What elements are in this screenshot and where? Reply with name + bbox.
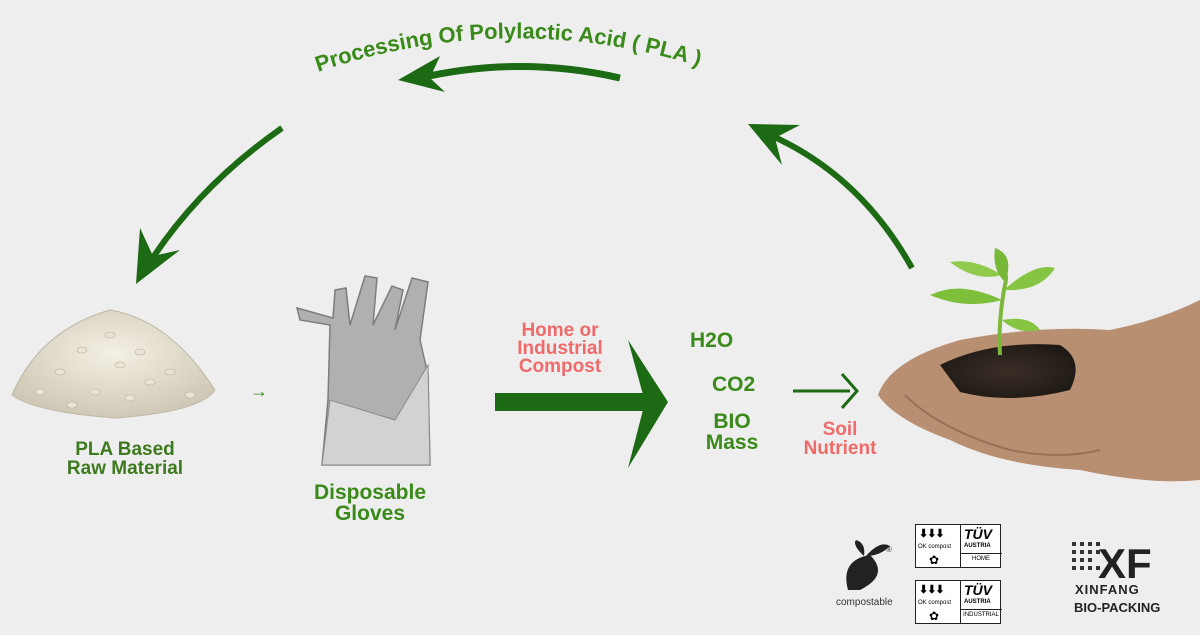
h2o-label: H2O: [690, 329, 734, 352]
compost-process-arrow: [495, 340, 668, 468]
compostable-logo: ®: [846, 540, 892, 590]
ok-compost-industrial-text: OK compost: [918, 600, 952, 606]
compost-label-line3: Compost: [518, 356, 602, 378]
flower-icon: ✿: [929, 609, 940, 623]
gloves-label-line2: Gloves: [334, 502, 406, 525]
bio-label-line1: BIO: [713, 410, 751, 433]
pla-pellets-image: [11, 309, 216, 419]
home-type-text: HOME: [960, 553, 1002, 562]
pla-raw-material-label: PLA Based Raw Material: [40, 440, 210, 478]
ok-compost-home-text: OK compost: [918, 544, 952, 550]
tuv-home-text: TÜV: [964, 526, 992, 542]
industrial-type-text: INDUSTRIAL: [960, 609, 1002, 618]
brand-logo: XF: [1072, 540, 1152, 587]
hands-with-seedling-image: [878, 248, 1200, 482]
disposable-glove-image: [295, 275, 431, 466]
compostable-logo-text: compostable: [836, 597, 893, 608]
down-arrows-icon: ⬇⬇⬇: [919, 528, 945, 540]
ok-compost-home-left: ⬇⬇⬇ OK compost ✿: [916, 525, 961, 567]
brand-subtitle: BIO-PACKING: [1074, 600, 1161, 615]
left-cycle-arrow: [136, 125, 284, 284]
brand-logo-letters: XF: [1098, 540, 1152, 587]
gloves-label-line1: Disposable: [313, 481, 427, 504]
disposable-gloves-label: Disposable Gloves: [290, 482, 450, 524]
brand-name: XINFANG: [1075, 582, 1140, 597]
compost-label-line2: Industrial: [517, 338, 603, 360]
compost-label-line1: Home or: [521, 320, 599, 341]
top-cycle-arrow: [398, 56, 621, 92]
pla-label-line2: Raw Material: [66, 458, 184, 479]
pla-label-line1: PLA Based: [75, 439, 175, 460]
tuv-industrial-text: TÜV: [964, 582, 992, 598]
down-arrows-icon: ⬇⬇⬇: [919, 584, 945, 596]
ok-compost-industrial-left: ⬇⬇⬇ OK compost ✿: [916, 581, 961, 623]
co2-label: CO2: [712, 373, 756, 396]
austria-industrial-text: AUSTRIA: [964, 599, 991, 605]
small-arrow-icon: →: [250, 381, 268, 401]
ok-compost-industrial-badge: ⬇⬇⬇ OK compost ✿ TÜV AUSTRIA INDUSTRIAL: [915, 580, 1002, 624]
soil-nutrient-label: Soil Nutrient: [790, 420, 890, 458]
flower-icon: ✿: [929, 553, 940, 567]
soil-nutrient-arrow: [793, 373, 860, 409]
bio-label-line2: Mass: [705, 431, 759, 454]
right-cycle-arrow: [748, 124, 915, 270]
soil-label-line1: Soil: [822, 419, 858, 440]
bio-mass-label: BIO Mass: [692, 411, 772, 453]
soil-label-line2: Nutrient: [803, 438, 877, 459]
ok-compost-home-badge: ⬇⬇⬇ OK compost ✿ TÜV AUSTRIA HOME: [915, 524, 1002, 568]
compost-label: Home or Industrial Compost: [500, 320, 620, 378]
registered-mark: ®: [886, 545, 892, 554]
austria-home-text: AUSTRIA: [964, 543, 991, 549]
